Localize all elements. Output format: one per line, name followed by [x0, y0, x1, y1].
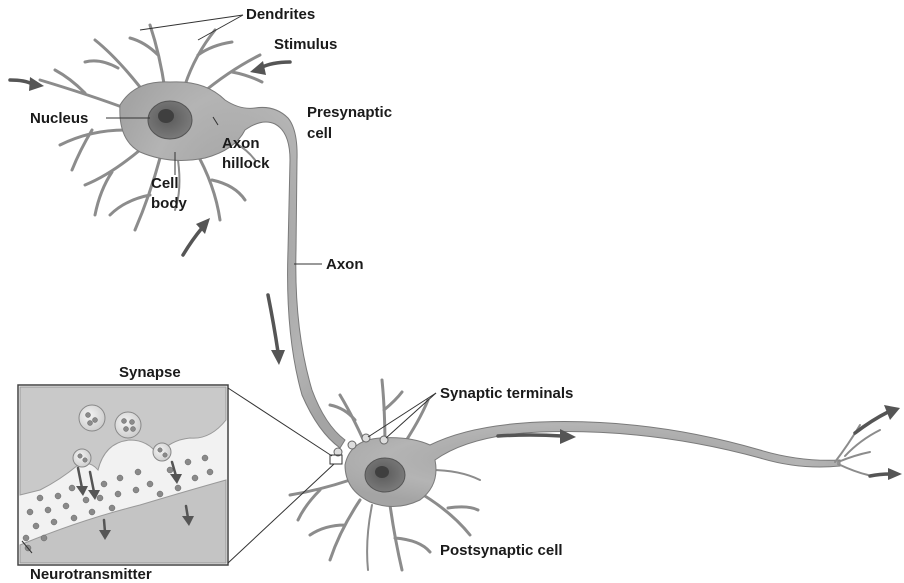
- cell-body-label-line1: Cell: [151, 175, 179, 192]
- dendrites-label: Dendrites: [246, 6, 315, 23]
- synapse-label: Synapse: [119, 364, 181, 381]
- stimulus-label: Stimulus: [274, 36, 337, 53]
- presynaptic-cell-label-line2: cell: [307, 125, 332, 142]
- axon-hillock-label-line1: Axon: [222, 135, 260, 152]
- synapse-inset: [18, 385, 334, 565]
- axon-hillock-label-line2: hillock: [222, 155, 270, 172]
- postsynaptic-cell-body: [345, 422, 840, 507]
- neurotransmitter-label: Neurotransmitter: [30, 566, 152, 583]
- synaptic-terminals-label: Synaptic terminals: [440, 385, 573, 402]
- postsynaptic-cell-label: Postsynaptic cell: [440, 542, 563, 559]
- presynaptic-cell-label-line1: Presynaptic: [307, 104, 392, 121]
- nucleus-label: Nucleus: [30, 110, 88, 127]
- postsynaptic-nucleolus: [375, 466, 389, 478]
- presynaptic-nucleolus: [158, 109, 174, 123]
- axon-label: Axon: [326, 256, 364, 273]
- cell-body-label-line2: body: [151, 195, 187, 212]
